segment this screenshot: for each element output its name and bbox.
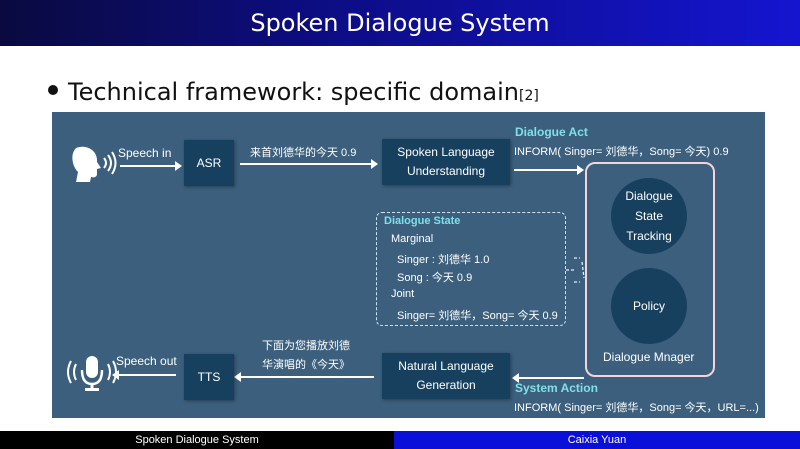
dialogue-act-value: INFORM( Singer= 刘德华，Song= 今天) 0.9	[514, 146, 729, 158]
policy-circle: Policy	[611, 268, 687, 344]
dialogue-manager-box: Dialogue State Tracking Policy Dialogue …	[585, 162, 715, 377]
system-action-value: INFORM( Singer= 刘德华，Song= 今天，URL=...)	[514, 402, 759, 414]
framework-diagram: Speech in ASR 来首刘德华的今天 0.9 Spoken Langua…	[52, 112, 765, 418]
tts-box: TTS	[184, 354, 234, 400]
dst-line3: Tracking	[626, 229, 672, 243]
dialogue-manager-label: Dialogue Mnager	[603, 350, 695, 364]
footer-left: Spoken Dialogue System	[0, 431, 394, 449]
dialogue-act-label: Dialogue Act	[515, 125, 588, 139]
arrow-manager-to-nlg	[512, 373, 584, 383]
slu-line1: Spoken Language	[397, 145, 495, 159]
nlg-line2: Generation	[416, 378, 476, 392]
dialogue-state-label: Dialogue State	[384, 215, 461, 227]
speaking-head-icon	[72, 146, 117, 182]
slu-line2: Understanding	[406, 164, 486, 178]
marginal-label: Marginal	[391, 233, 434, 245]
marginal-singer: Singer : 刘德华 1.0	[397, 254, 490, 266]
footer-right: Caixia Yuan	[394, 431, 800, 449]
arrow-nlg-to-tts	[234, 372, 374, 382]
arrow-speech-in	[120, 161, 182, 171]
asr-box: ASR	[184, 140, 234, 186]
nlg-line1: Natural Language	[398, 359, 494, 373]
slide-title-bar: Spoken Dialogue System	[0, 0, 800, 46]
tts-label: TTS	[197, 369, 221, 384]
system-action-label: System Action	[515, 381, 598, 395]
citation: [2]	[518, 88, 539, 104]
arrow-asr-to-slu	[240, 159, 378, 169]
dst-line2: State	[634, 209, 664, 223]
asr-label: ASR	[196, 155, 222, 170]
arrow-slu-to-manager	[514, 165, 584, 175]
response-line2: 华演唱的《今天》	[262, 359, 350, 371]
speech-out-label: Speech out	[116, 354, 177, 368]
state-link-connector	[566, 257, 585, 283]
bullet-point: Technical framework: specific domain[2]	[48, 78, 539, 106]
nlg-box: Natural Language Generation	[382, 353, 510, 399]
arrow-speech-out	[112, 370, 176, 380]
response-line1: 下面为您播放刘德	[262, 340, 350, 352]
dst-circle: Dialogue State Tracking	[611, 178, 687, 254]
bullet-text: Technical framework: specific domain	[68, 78, 519, 106]
asr-output: 来首刘德华的今天 0.9	[250, 147, 357, 159]
policy-label: Policy	[632, 299, 665, 313]
dst-line1: Dialogue	[625, 189, 673, 203]
joint-value: Singer= 刘德华，Song= 今天 0.9	[397, 310, 558, 322]
joint-label: Joint	[391, 288, 415, 300]
slide-title: Spoken Dialogue System	[250, 9, 550, 37]
bullet-dot	[48, 85, 58, 95]
dialogue-state-box: Dialogue State Marginal Singer : 刘德华 1.0…	[376, 212, 566, 326]
marginal-song: Song : 今天 0.9	[397, 272, 473, 284]
speech-in-label: Speech in	[118, 146, 172, 160]
slu-box: Spoken Language Understanding	[382, 139, 510, 185]
footer-bar: Spoken Dialogue System Caixia Yuan	[0, 431, 800, 449]
microphone-icon	[67, 356, 117, 391]
